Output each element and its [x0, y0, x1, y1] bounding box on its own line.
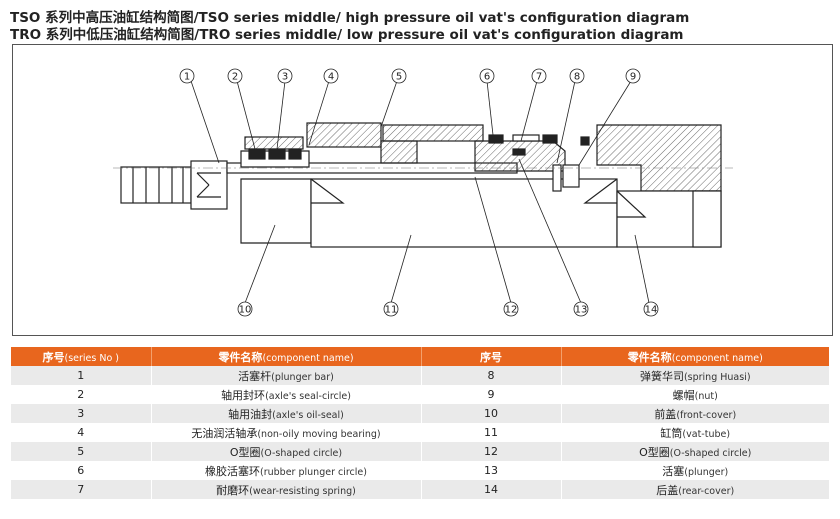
cell-component-left: 活塞杆(plunger bar): [151, 366, 422, 385]
cell-component-right: 活塞(plunger): [561, 461, 829, 480]
cell-no-right: 11: [421, 423, 562, 442]
spring-washer: [552, 164, 562, 192]
header-component-name-right: 零件名称(component name): [561, 347, 829, 366]
cell-component-left: 轴用油封(axle's oil-seal): [151, 404, 422, 423]
callout-10: 10: [237, 301, 253, 317]
callout-8: 8: [569, 68, 585, 84]
svg-text:8: 8: [574, 72, 580, 83]
title-tso: TSO 系列中高压油缸结构简图/TSO series middle/ high …: [10, 10, 690, 26]
cell-component-right: O型圈(O-shaped circle): [561, 442, 829, 461]
cell-no-left: 5: [11, 442, 152, 461]
table-row: 7 耐磨环(wear-resisting spring) 14 后盖(rear-…: [11, 480, 829, 499]
svg-text:7: 7: [536, 72, 542, 83]
cell-component-right: 后盖(rear-cover): [561, 480, 829, 499]
cell-no-left: 3: [11, 404, 152, 423]
table-row: 5 O型圈(O-shaped circle) 12 O型圈(O-shaped c…: [11, 442, 829, 461]
svg-text:13: 13: [575, 305, 588, 316]
callout-7: 7: [531, 68, 547, 84]
callout-12: 12: [503, 301, 519, 317]
svg-text:5: 5: [396, 72, 402, 83]
table-row: 2 轴用封环(axle's seal-circle) 9 螺帽(nut): [11, 385, 829, 404]
cell-component-left: O型圈(O-shaped circle): [151, 442, 422, 461]
title-tro: TRO 系列中低压油缸结构简图/TRO series middle/ low p…: [10, 27, 684, 43]
parts-table: 序号(series No ) 零件名称(component name) 序号 零…: [11, 347, 829, 499]
cell-no-right: 13: [421, 461, 562, 480]
plunger: [474, 140, 566, 172]
svg-text:6: 6: [484, 72, 490, 83]
callout-2: 2: [227, 68, 243, 84]
cell-component-right: 弹簧华司(spring Huasi): [561, 366, 829, 385]
header-component-name-left: 零件名称(component name): [151, 347, 422, 366]
callout-11: 11: [383, 301, 399, 317]
callout-9: 9: [625, 68, 641, 84]
callout-13: 13: [573, 301, 589, 317]
callout-6: 6: [479, 68, 495, 84]
axle-oil-seal: [268, 148, 286, 160]
cell-component-right: 缸筒(vat-tube): [561, 423, 829, 442]
nut: [562, 164, 580, 188]
cell-component-left: 无油润活轴承(non-oily moving bearing): [151, 423, 422, 442]
table-row: 4 无油润活轴承(non-oily moving bearing) 11 缸筒(…: [11, 423, 829, 442]
cell-no-left: 2: [11, 385, 152, 404]
axle-seal-circle: [248, 148, 266, 160]
callout-1: 1: [179, 68, 195, 84]
cell-no-left: 6: [11, 461, 152, 480]
table-row: 1 活塞杆(plunger bar) 8 弹簧华司(spring Huasi): [11, 366, 829, 385]
cell-no-right: 8: [421, 366, 562, 385]
svg-text:3: 3: [282, 72, 288, 83]
cell-no-right: 9: [421, 385, 562, 404]
svg-text:1: 1: [184, 72, 190, 83]
svg-text:9: 9: [630, 72, 636, 83]
cell-no-right: 10: [421, 404, 562, 423]
cell-component-right: 螺帽(nut): [561, 385, 829, 404]
svg-text:12: 12: [505, 305, 518, 316]
rod-thread: [120, 166, 192, 204]
callout-4: 4: [323, 68, 339, 84]
svg-text:2: 2: [232, 72, 238, 83]
svg-text:10: 10: [239, 305, 252, 316]
callout-14: 14: [643, 301, 659, 317]
svg-text:11: 11: [385, 305, 398, 316]
cell-no-left: 1: [11, 366, 152, 385]
cell-no-right: 12: [421, 442, 562, 461]
svg-text:14: 14: [645, 305, 658, 316]
parts-table-header: 序号(series No ) 零件名称(component name) 序号 零…: [11, 347, 829, 366]
bearing: [306, 122, 382, 148]
cell-component-right: 前盖(front-cover): [561, 404, 829, 423]
cell-no-left: 7: [11, 480, 152, 499]
header-series-no-right: 序号: [421, 347, 562, 366]
table-row: 6 橡胶活塞环(rubber plunger circle) 13 活塞(plu…: [11, 461, 829, 480]
callout-3: 3: [277, 68, 293, 84]
cell-component-left: 轴用封环(axle's seal-circle): [151, 385, 422, 404]
header-series-no-left: 序号(series No ): [11, 347, 152, 366]
tube-wall-upper: [382, 124, 484, 142]
callout-5: 5: [391, 68, 407, 84]
cell-component-left: 耐磨环(wear-resisting spring): [151, 480, 422, 499]
table-row: 3 轴用油封(axle's oil-seal) 10 前盖(front-cove…: [11, 404, 829, 423]
cell-no-right: 14: [421, 480, 562, 499]
cell-component-left: 橡胶活塞环(rubber plunger circle): [151, 461, 422, 480]
cell-no-left: 4: [11, 423, 152, 442]
cylinder-drawing: 1 2 3 4 5 6 7 8 9 10 11 12 13 14: [113, 68, 733, 317]
svg-text:4: 4: [328, 72, 334, 83]
vat-tube: [310, 178, 618, 248]
configuration-diagram: 1 2 3 4 5 6 7 8 9 10 11 12 13 14: [12, 44, 833, 336]
